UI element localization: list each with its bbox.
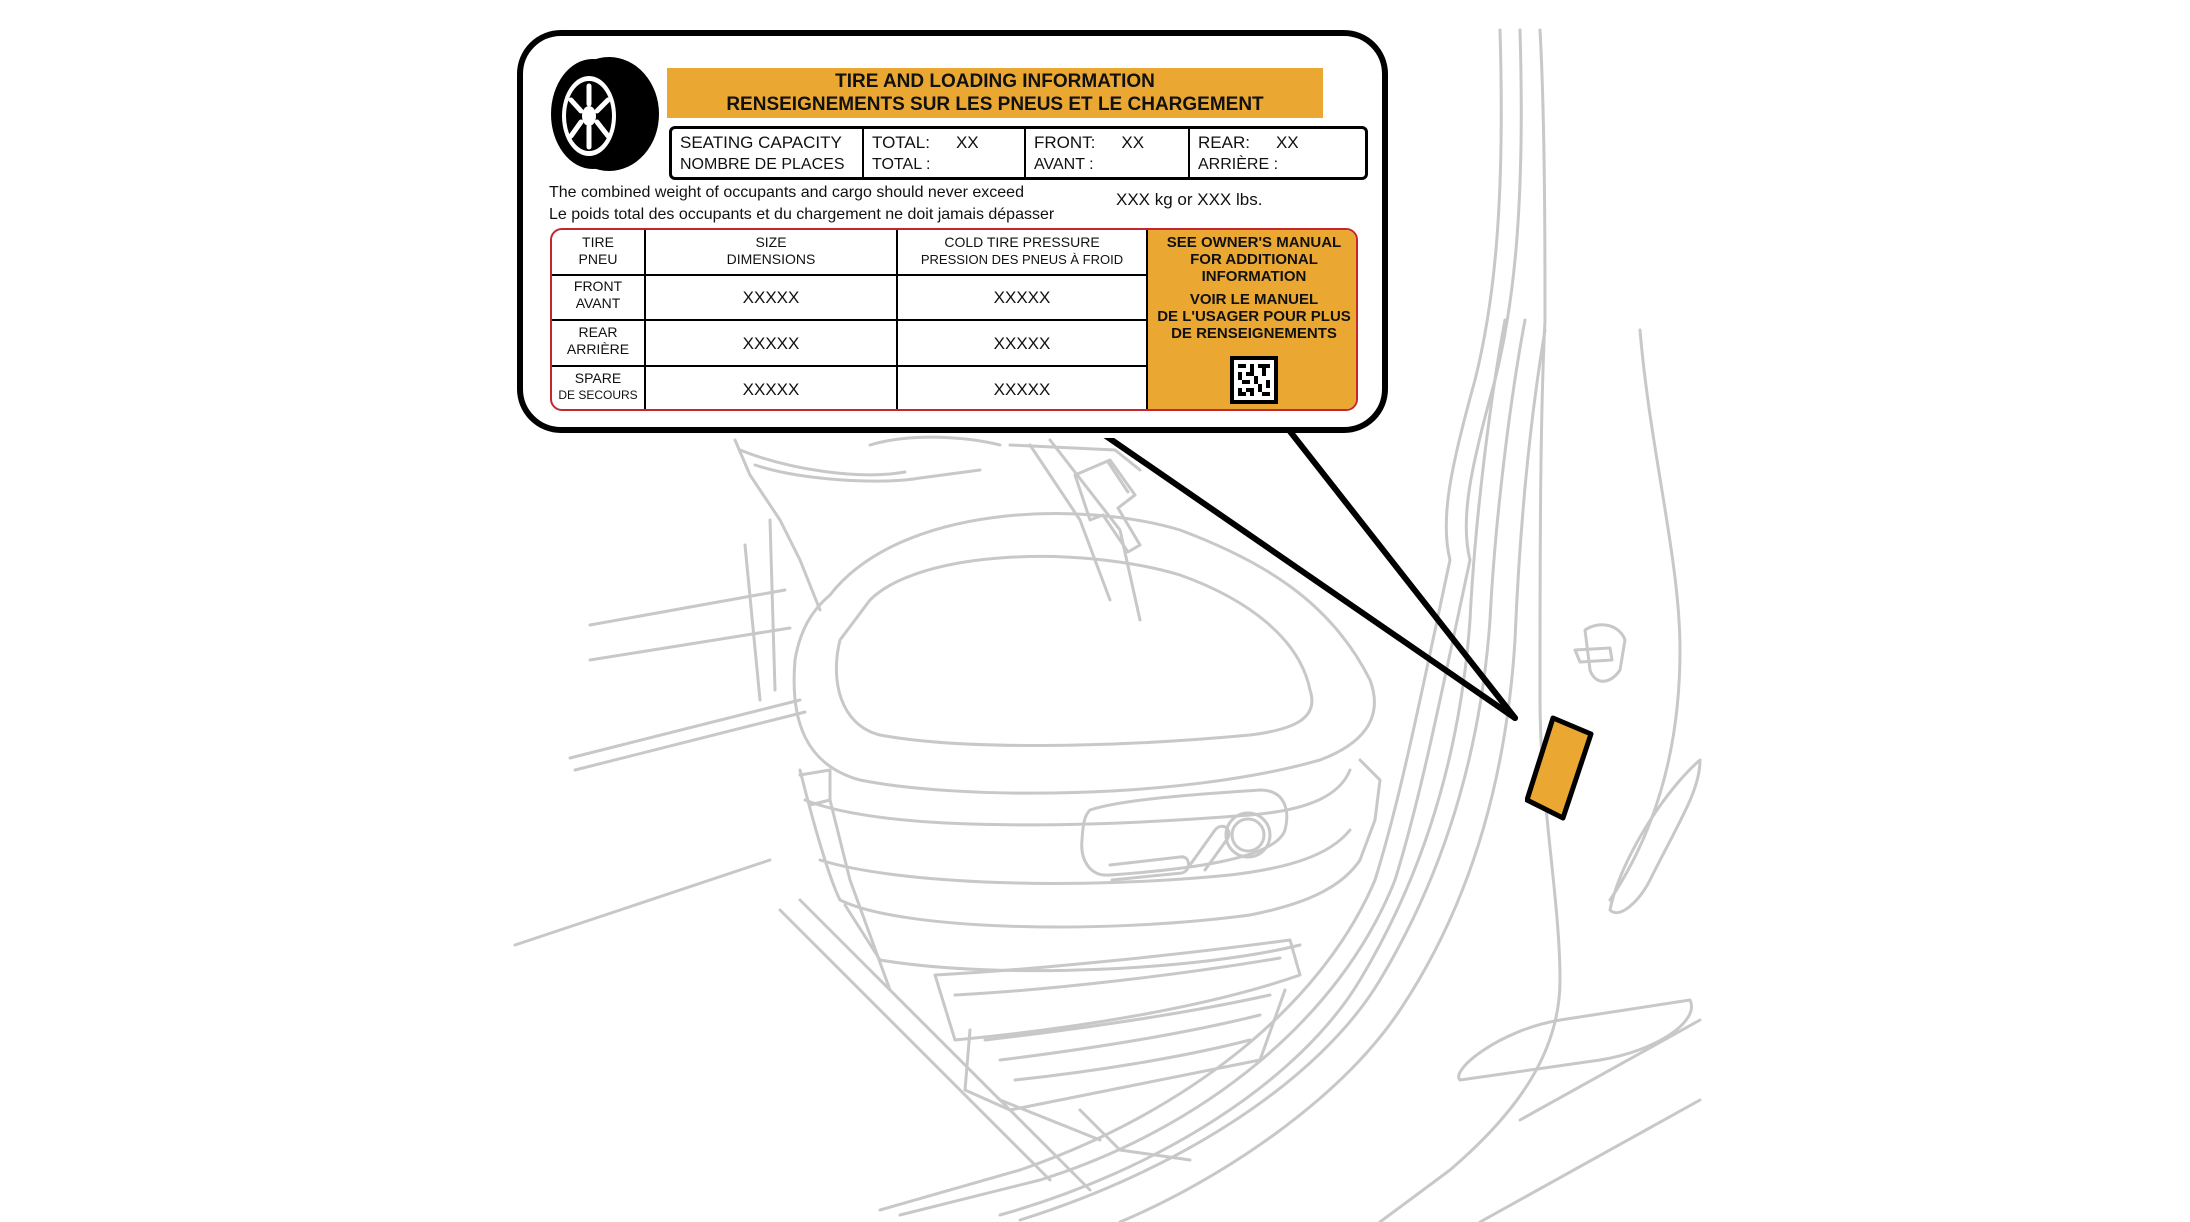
front-pressure-value: XXXXX (993, 288, 1051, 307)
manual-note-en-3: INFORMATION (1201, 268, 1307, 285)
rear-value: XX (1275, 133, 1299, 152)
tire-loading-label: TIRE AND LOADING INFORMATION RENSEIGNEME… (517, 30, 1388, 433)
manual-note-en-2: FOR ADDITIONAL (1190, 251, 1318, 268)
front-value: XX (1121, 133, 1145, 152)
col-header-tire: TIRE PNEU (552, 234, 644, 268)
table-divider (552, 319, 1148, 321)
col-header-pressure-fr: PRESSION DES PNEUS À FROID (920, 252, 1124, 267)
row-label-rear-fr: ARRIÈRE (566, 341, 630, 357)
manual-note-fr-3: DE RENSEIGNEMENTS (1171, 325, 1337, 342)
table-divider (552, 365, 1148, 367)
total-value: XX (955, 133, 979, 152)
seating-capacity-fr: NOMBRE DE PLACES (680, 156, 845, 173)
tire-icon (551, 57, 659, 171)
col-header-tire-en: TIRE (582, 234, 614, 250)
door-sticker-marker (1525, 715, 1594, 821)
col-header-size-en: SIZE (755, 234, 787, 250)
col-header-size-fr: DIMENSIONS (726, 251, 816, 267)
weight-statement-en: The combined weight of occupants and car… (549, 184, 1024, 201)
manual-note-en-1: SEE OWNER'S MANUAL (1166, 234, 1342, 251)
rear-en: REAR: (1198, 133, 1250, 152)
col-header-pressure-en: COLD TIRE PRESSURE (944, 234, 1100, 250)
seating-capacity-en: SEATING CAPACITY (680, 133, 842, 152)
weight-statement: The combined weight of occupants and car… (549, 182, 1054, 226)
weight-limit-value: XXX kg or XXX lbs. (1116, 190, 1263, 209)
row-label-front-en: FRONT (573, 278, 623, 294)
seating-divider (1024, 129, 1026, 177)
seating-capacity-cell: SEATING CAPACITY NOMBRE DE PLACES (672, 129, 862, 177)
total-en: TOTAL: (872, 133, 930, 152)
label-title: TIRE AND LOADING INFORMATION RENSEIGNEME… (667, 68, 1323, 118)
manual-note-fr-1: VOIR LE MANUEL (1189, 291, 1319, 308)
title-french: RENSEIGNEMENTS SUR LES PNEUS ET LE CHARG… (726, 94, 1264, 115)
title-english: TIRE AND LOADING INFORMATION (835, 71, 1155, 92)
row-label-spare: SPARE DE SECOURS (552, 370, 644, 404)
seating-total-cell: TOTAL: XX TOTAL : (864, 129, 1024, 177)
col-header-tire-fr: PNEU (578, 251, 618, 267)
manual-note-fr-2: DE L'USAGER POUR PLUS (1157, 308, 1351, 325)
row-label-rear: REAR ARRIÈRE (552, 324, 644, 358)
seating-capacity-box: SEATING CAPACITY NOMBRE DE PLACES TOTAL:… (669, 126, 1368, 180)
row-label-front: FRONT AVANT (552, 278, 644, 312)
seating-divider (1188, 129, 1190, 177)
rear-pressure-value: XXXXX (993, 334, 1051, 353)
rear-fr: ARRIÈRE : (1198, 156, 1279, 173)
front-fr: AVANT : (1034, 156, 1094, 173)
seating-front-cell: FRONT: XX AVANT : (1026, 129, 1188, 177)
total-fr: TOTAL : (872, 156, 931, 173)
qr-code-icon (1230, 356, 1278, 404)
row-label-rear-en: REAR (578, 324, 618, 340)
col-header-size: SIZE DIMENSIONS (646, 234, 896, 268)
front-size-value: XXXXX (742, 288, 800, 307)
tire-pressure-table: TIRE PNEU SIZE DIMENSIONS COLD TIRE PRES… (550, 228, 1358, 411)
front-en: FRONT: (1034, 133, 1096, 152)
owners-manual-note: SEE OWNER'S MANUAL FOR ADDITIONAL INFORM… (1148, 230, 1356, 409)
seating-rear-cell: REAR: XX ARRIÈRE : (1190, 129, 1365, 177)
weight-statement-fr: Le poids total des occupants et du charg… (549, 206, 1055, 223)
spare-pressure-value: XXXXX (993, 380, 1051, 399)
rear-size-value: XXXXX (742, 334, 800, 353)
row-label-front-fr: AVANT (575, 295, 621, 311)
col-header-pressure: COLD TIRE PRESSURE PRESSION DES PNEUS À … (898, 234, 1146, 268)
row-label-spare-en: SPARE (574, 370, 622, 386)
table-divider (552, 274, 1148, 276)
spare-size-value: XXXXX (742, 380, 800, 399)
seating-divider (862, 129, 864, 177)
row-label-spare-fr: DE SECOURS (558, 388, 638, 402)
